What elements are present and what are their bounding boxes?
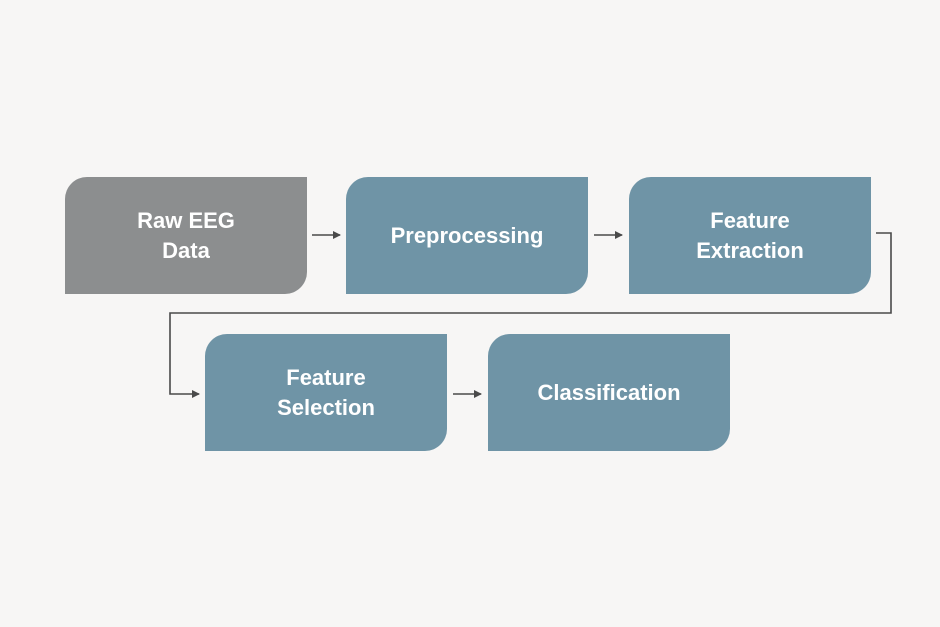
step-classification: Classification [488,334,730,451]
step-preprocessing: Preprocessing [346,177,588,294]
step-raw-eeg-data: Raw EEG Data [65,177,307,294]
step-classification-label: Classification [537,379,681,405]
step-feature-selection: Feature Selection [205,334,447,451]
step-raw-eeg-data-label: Raw EEG Data [137,207,235,263]
step-feature-extraction-label: Feature Extraction [696,207,804,263]
step-preprocessing-label: Preprocessing [390,222,544,248]
step-feature-extraction: Feature Extraction [629,177,871,294]
step-feature-selection-label: Feature Selection [277,364,375,420]
